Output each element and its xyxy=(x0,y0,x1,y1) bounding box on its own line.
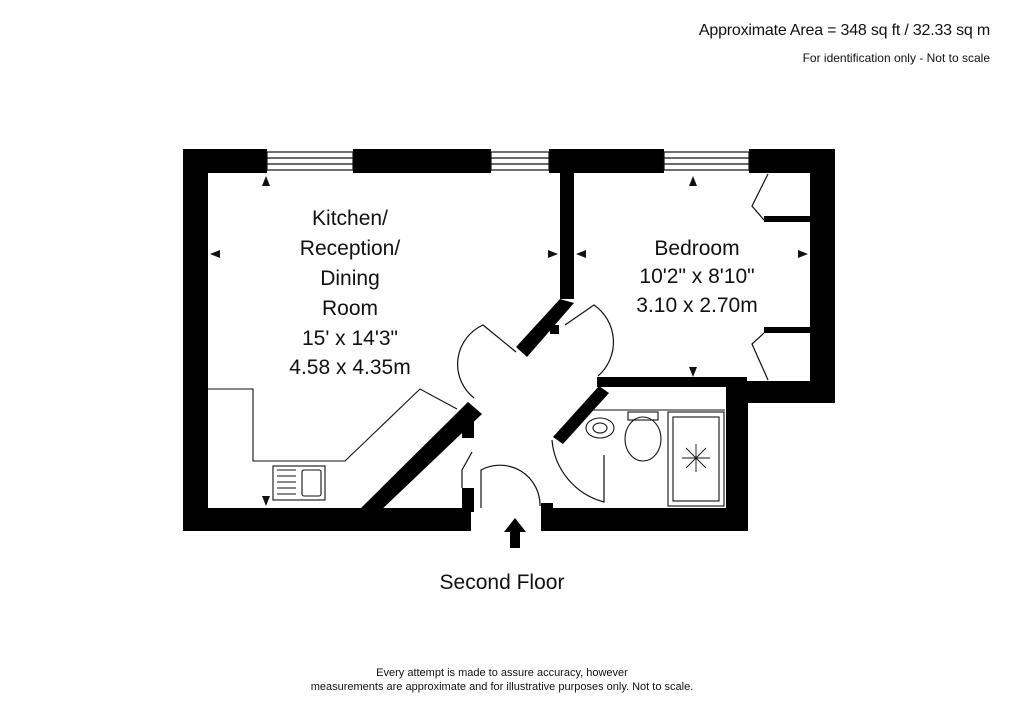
arrow-down xyxy=(689,367,697,377)
arrow-left xyxy=(576,250,586,258)
toilet xyxy=(624,416,662,462)
arrow-right xyxy=(548,250,558,258)
sink xyxy=(272,465,326,501)
dimension-arrows xyxy=(210,176,808,506)
identification-note: For identification only - Not to scale xyxy=(802,51,990,65)
door-cupboard-hall xyxy=(461,451,473,488)
wall-bedroom-bottom-inner xyxy=(597,377,747,387)
door-cupboard-top xyxy=(751,173,769,221)
room-size-metric: 3.10 x 2.70m xyxy=(636,294,757,317)
wall-bathroom-right xyxy=(726,381,748,531)
room-bedroom-label: Bedroom 10'2" x 8'10" 3.10 x 2.70m xyxy=(636,237,757,317)
worktop xyxy=(208,388,458,462)
door-bathroom xyxy=(551,439,605,503)
wall-bottom xyxy=(541,508,748,531)
doors xyxy=(457,173,769,508)
floor-title: Second Floor xyxy=(439,571,565,594)
washbasin xyxy=(585,417,615,439)
wall-kitchen-diagonal xyxy=(361,402,482,514)
room-kitchen-label: Kitchen/ Reception/ Dining Room 15' x 14… xyxy=(289,207,410,379)
arrow-up xyxy=(689,176,697,186)
wall-bathroom-diagonal xyxy=(553,386,609,444)
door-cupboard-bottom xyxy=(751,332,769,381)
wall-stub xyxy=(462,418,474,438)
wall-bottom xyxy=(183,508,471,531)
door-entrance xyxy=(480,464,541,508)
wall-left xyxy=(183,149,208,531)
approximate-area: Approximate Area = 348 sq ft / 32.33 sq … xyxy=(698,22,990,39)
disclaimer: Every attempt is made to assure accuracy… xyxy=(0,666,1004,694)
sink-bowl xyxy=(301,469,322,497)
disclaimer-line: Every attempt is made to assure accuracy… xyxy=(376,667,628,679)
kitchen-units xyxy=(208,388,458,501)
window xyxy=(266,151,354,171)
toilet-cistern xyxy=(627,411,659,421)
wall-partition-diagonal xyxy=(516,299,574,357)
room-name-line: Reception/ xyxy=(300,237,401,260)
entrance-arrow-icon xyxy=(504,518,526,548)
room-name-line: Bedroom xyxy=(654,237,739,260)
room-size-imperial: 10'2" x 8'10" xyxy=(639,265,754,288)
wall-stub xyxy=(550,325,559,334)
disclaimer-line: measurements are approximate and for ill… xyxy=(310,681,694,693)
door-bedroom xyxy=(564,304,615,377)
wall-stub xyxy=(541,503,553,513)
door-kitchen xyxy=(457,324,517,399)
room-size-metric: 4.58 x 4.35m xyxy=(289,356,410,379)
wall-bedroom-bottom xyxy=(726,381,835,403)
arrow-down xyxy=(262,496,270,506)
shower-tray xyxy=(667,411,725,507)
room-name-line: Dining xyxy=(320,267,380,290)
wall-partition xyxy=(560,149,574,299)
wall-stub xyxy=(462,488,474,512)
shower-drain xyxy=(682,444,710,472)
room-name-line: Room xyxy=(322,297,378,320)
window xyxy=(663,151,750,171)
window xyxy=(490,151,550,171)
wall-top xyxy=(183,149,267,173)
windows xyxy=(266,151,750,171)
walls xyxy=(183,149,835,531)
wall-top xyxy=(353,149,491,173)
arrow-right xyxy=(798,250,808,258)
room-size-imperial: 15' x 14'3" xyxy=(302,327,398,350)
room-name-line: Kitchen/ xyxy=(312,207,388,230)
wall-right xyxy=(810,149,835,403)
cupboard-shelf xyxy=(764,216,812,222)
bathroom-fixtures xyxy=(585,409,725,507)
arrow-left xyxy=(210,250,220,258)
cupboard-shelf xyxy=(764,327,812,333)
arrow-up xyxy=(262,176,270,186)
